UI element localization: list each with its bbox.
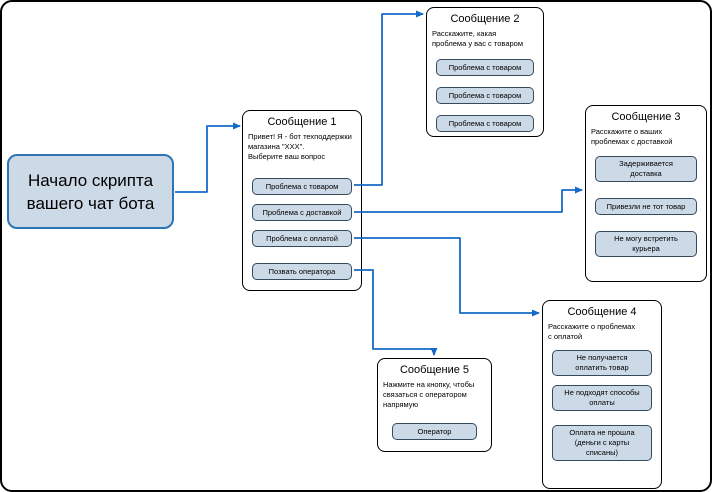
arrow-start-to-msg1: [175, 122, 241, 193]
arrow-msg1-to-msg4: [354, 237, 540, 317]
quick-reply-button[interactable]: Оператор: [392, 423, 477, 440]
quick-reply-button[interactable]: Не могу встретить курьера: [595, 231, 697, 257]
quick-reply-button[interactable]: Привезли не тот товар: [595, 198, 697, 215]
button-list: Оператор: [378, 423, 491, 440]
message-card-2[interactable]: Сообщение 2 Расскажите, какая проблема у…: [426, 7, 544, 137]
button-list: Проблема с товаром Проблема с товаром Пр…: [427, 59, 543, 132]
button-list: Задерживается доставка Привезли не тот т…: [586, 156, 706, 257]
arrow-msg1-to-msg5: [354, 269, 438, 356]
quick-reply-button[interactable]: Проблема с товаром: [252, 178, 352, 195]
start-node-label: Начало скрипта вашего чат бота: [26, 170, 155, 213]
quick-reply-button[interactable]: Проблема с доставкой: [252, 204, 352, 221]
button-list: Проблема с товаром Проблема с доставкой …: [243, 178, 361, 280]
quick-reply-button[interactable]: Проблема с товаром: [436, 115, 534, 132]
start-node[interactable]: Начало скрипта вашего чат бота: [7, 154, 174, 229]
message-card-4[interactable]: Сообщение 4 Расскажите о проблемах с опл…: [542, 300, 662, 489]
quick-reply-button[interactable]: Проблема с товаром: [436, 87, 534, 104]
quick-reply-button[interactable]: Позвать оператора: [252, 263, 352, 280]
quick-reply-button[interactable]: Оплата не прошла (деньги с карты списаны…: [552, 425, 652, 461]
quick-reply-button[interactable]: Задерживается доставка: [595, 156, 697, 182]
quick-reply-button[interactable]: Не получается оплатить товар: [552, 350, 652, 376]
card-text: Расскажите, какая проблема у вас с товар…: [432, 29, 523, 48]
arrow-msg1-to-msg2: [354, 10, 424, 186]
button-list: Не получается оплатить товар Не подходят…: [543, 350, 661, 461]
quick-reply-button[interactable]: Проблема с товаром: [436, 59, 534, 76]
quick-reply-button[interactable]: Не подходят способы оплаты: [552, 385, 652, 411]
card-text: Привет! Я - бот техподдержки магазина "X…: [248, 132, 352, 161]
card-title: Сообщение 2: [450, 13, 520, 25]
card-title: Сообщение 3: [611, 111, 681, 123]
card-text: Нажмите на кнопку, чтобы связаться с опе…: [383, 380, 475, 409]
card-text: Расскажите о ваших проблемах с доставкой: [591, 127, 673, 146]
card-text: Расскажите о проблемах с оплатой: [548, 322, 636, 341]
card-title: Сообщение 4: [567, 306, 637, 318]
message-card-1[interactable]: Сообщение 1 Привет! Я - бот техподдержки…: [242, 110, 362, 291]
quick-reply-button[interactable]: Проблема с оплатой: [252, 230, 352, 247]
card-title: Сообщение 5: [399, 364, 470, 376]
message-card-5[interactable]: Сообщение 5 Нажмите на кнопку, чтобы свя…: [377, 358, 492, 452]
arrow-msg1-to-msg3: [354, 186, 583, 213]
card-title: Сообщение 1: [267, 116, 337, 128]
message-card-3[interactable]: Сообщение 3 Расскажите о ваших проблемах…: [585, 105, 707, 282]
